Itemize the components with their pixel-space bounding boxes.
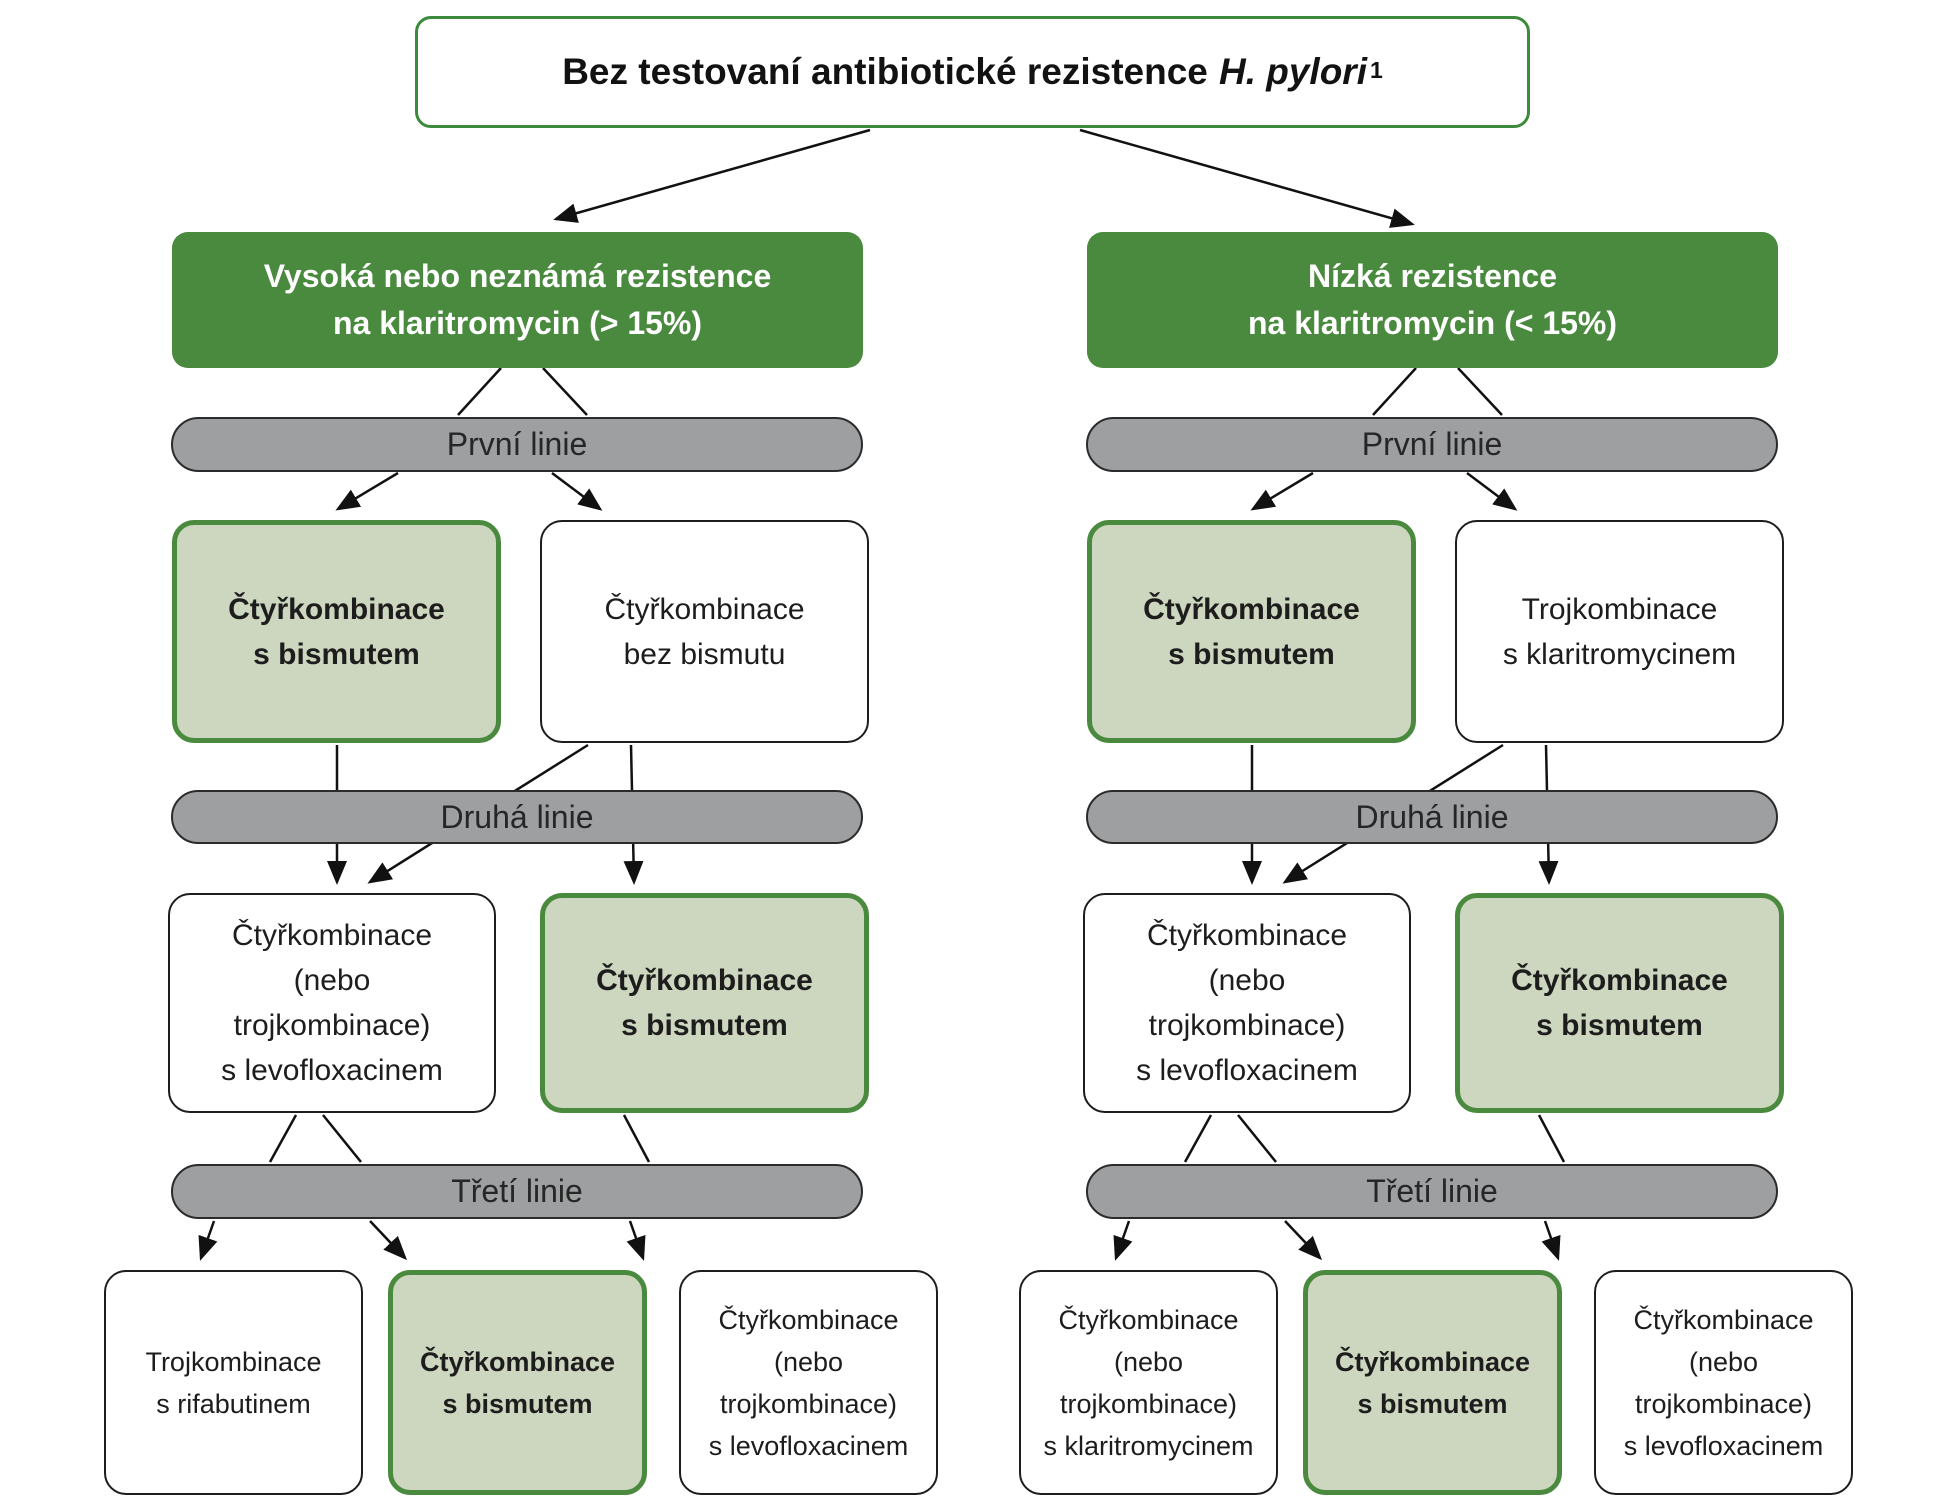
pill-first-line-left: První linie bbox=[171, 417, 863, 472]
title-footnote-superscript: 1 bbox=[1370, 56, 1383, 83]
pill-second-line-right: Druhá linie bbox=[1086, 790, 1778, 844]
title-italic-species: H. pylori bbox=[1218, 51, 1367, 92]
pill-second-line-left: Druhá linie bbox=[171, 790, 863, 844]
pill-third-line-right: Třetí linie bbox=[1086, 1164, 1778, 1219]
title-text: Bez testovaní antibiotické rezistence bbox=[562, 51, 1208, 92]
pill-third-line-left: Třetí linie bbox=[171, 1164, 863, 1219]
pill-first-line-right: První linie bbox=[1086, 417, 1778, 472]
